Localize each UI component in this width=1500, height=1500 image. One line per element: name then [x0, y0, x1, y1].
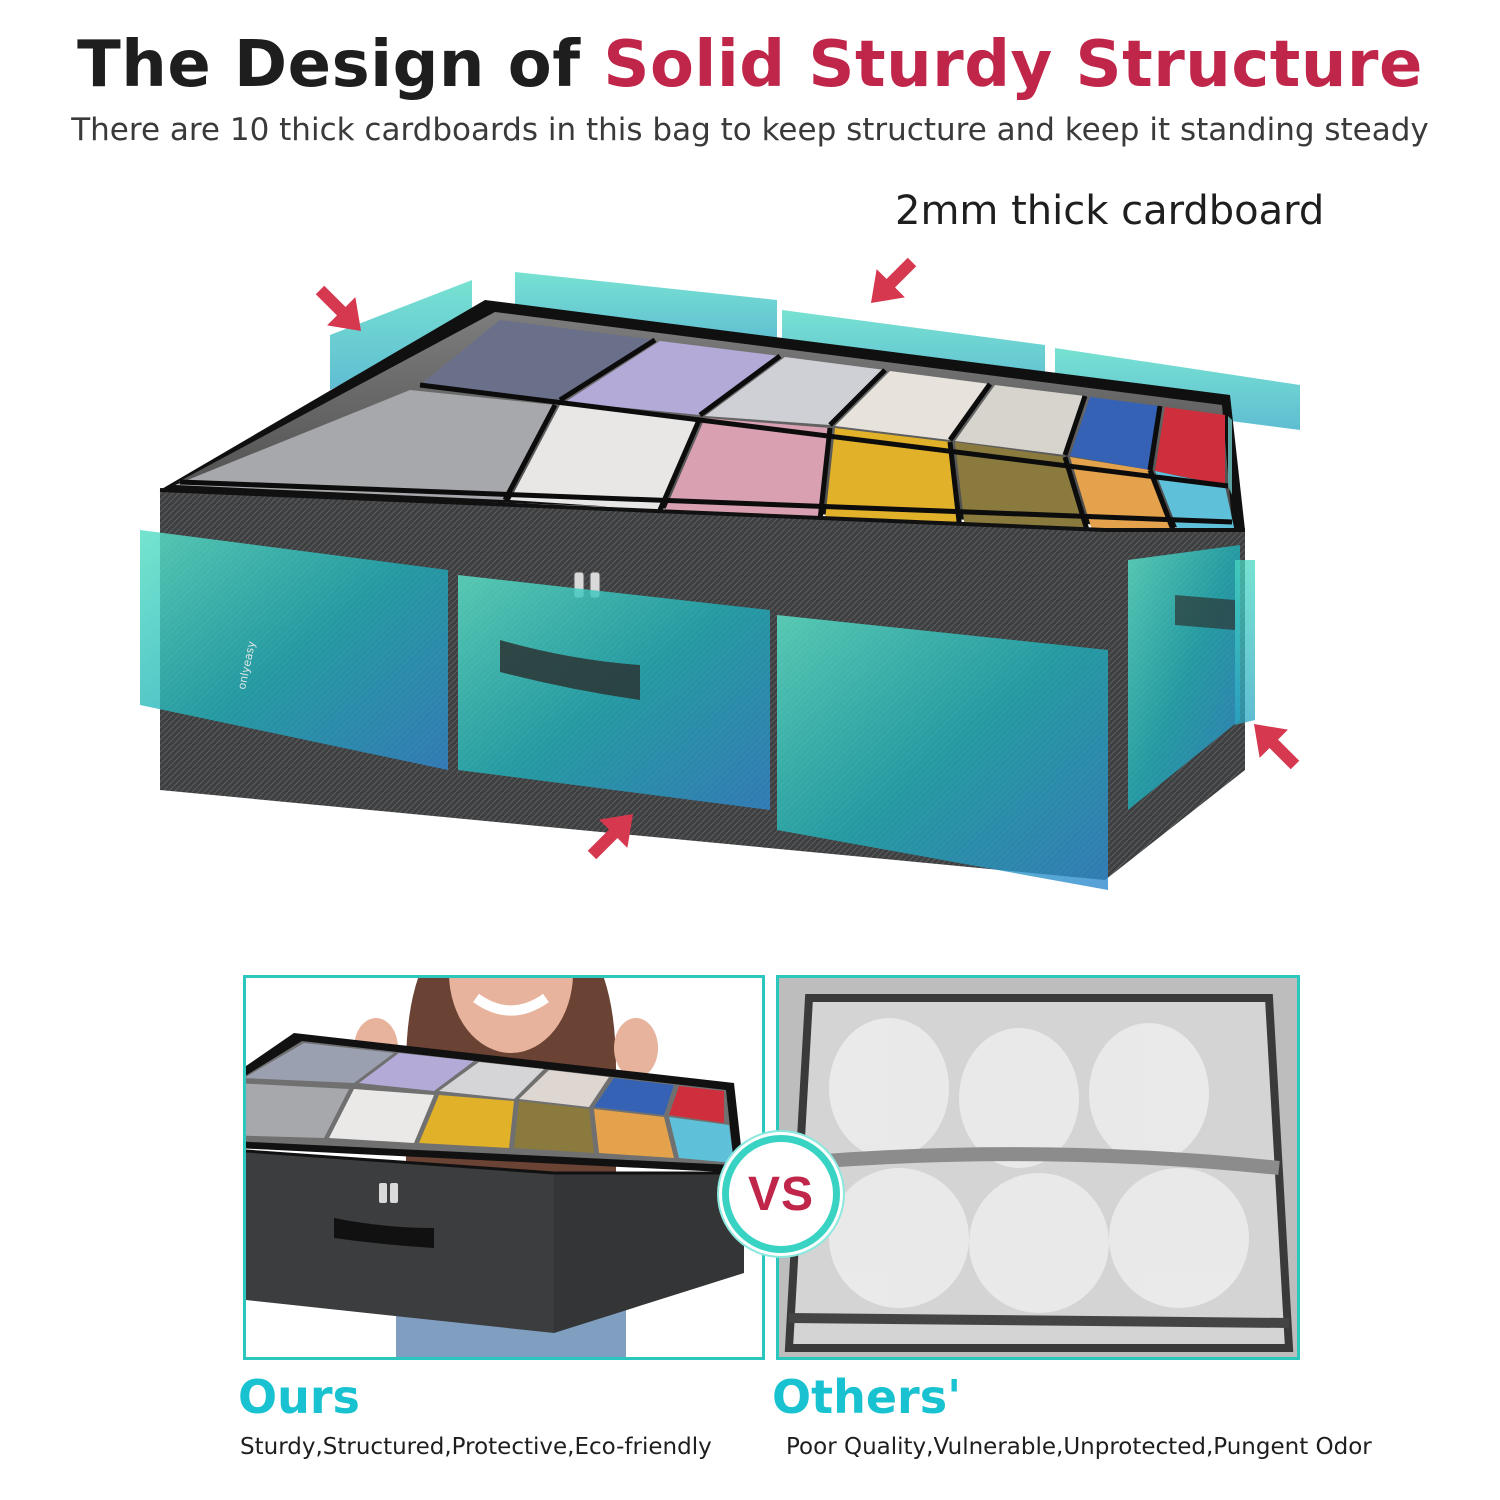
vs-label: VS [747, 1167, 815, 1221]
front-handle [500, 640, 640, 700]
ours-heading: Ours [238, 1370, 360, 1424]
cardboard-callout: 2mm thick cardboard [895, 188, 1325, 234]
others-heading: Others' [772, 1370, 962, 1424]
cardboard-panel-front-left [140, 530, 448, 770]
arrow-up-left-icon [1253, 723, 1300, 770]
compartments-back-row [420, 320, 1232, 495]
page-title: The Design of Solid Sturdy Structure [0, 28, 1500, 102]
ours-description: Sturdy,Structured,Protective,Eco-friendl… [240, 1434, 712, 1460]
others-photo-frame [776, 975, 1300, 1360]
ours-organizer [246, 1033, 744, 1333]
title-highlight: Solid Sturdy Structure [603, 28, 1423, 102]
title-prefix: The Design of [77, 28, 604, 102]
vs-badge: VS [722, 1135, 840, 1253]
others-description: Poor Quality,Vulnerable,Unprotected,Pung… [786, 1434, 1372, 1460]
cardboard-panel-back-left [330, 280, 472, 390]
cardboard-panel-back-1 [515, 272, 777, 345]
ours-photo-frame [243, 975, 765, 1360]
arrow-down-right-icon [315, 285, 362, 332]
others-photo [779, 978, 1297, 1357]
cardboard-panel-front-right [777, 615, 1108, 890]
arrow-down-left-icon [870, 257, 917, 304]
page-subtitle: There are 10 thick cardboards in this ba… [71, 112, 1429, 148]
cardboard-panel-side-2 [1235, 560, 1255, 725]
arrow-up-right-icon [587, 813, 634, 860]
